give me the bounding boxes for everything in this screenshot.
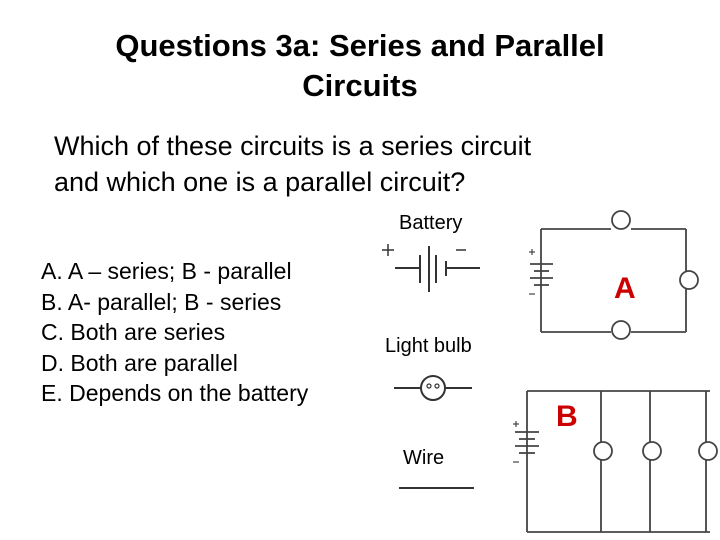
option-d: D. Both are parallel xyxy=(41,349,238,376)
circuit-b-diagram xyxy=(513,390,718,533)
option-e: E. Depends on the battery xyxy=(41,380,309,406)
title-line-2: Circuits xyxy=(302,68,418,103)
slide-title: Questions 3a: Series and Parallel Circui… xyxy=(0,26,720,106)
option-c: C. Both are series xyxy=(41,319,226,345)
light-bulb-legend-label: Light bulb xyxy=(385,335,472,357)
option-b: B. A- parallel; B - series xyxy=(41,288,282,315)
circuit-a-diagram xyxy=(529,210,699,340)
option-a: A. A – series; B - parallel xyxy=(41,258,292,284)
answer-options: A. A – series; B - parallel B. A- parall… xyxy=(41,256,308,409)
question-text: Which of these circuits is a series circ… xyxy=(54,128,694,200)
battery-symbol-icon xyxy=(382,244,480,292)
light-bulb-symbol-icon xyxy=(394,375,472,401)
question-line-1: Which of these circuits is a series circ… xyxy=(54,131,532,161)
circuit-b-label: B xyxy=(556,400,578,433)
circuit-a-label: A xyxy=(614,272,636,305)
question-line-2: and which one is a parallel circuit? xyxy=(54,167,466,197)
title-line-1: Questions 3a: Series and Parallel xyxy=(115,28,605,63)
battery-legend-label: Battery xyxy=(399,212,463,234)
wire-legend-label: Wire xyxy=(403,447,445,469)
